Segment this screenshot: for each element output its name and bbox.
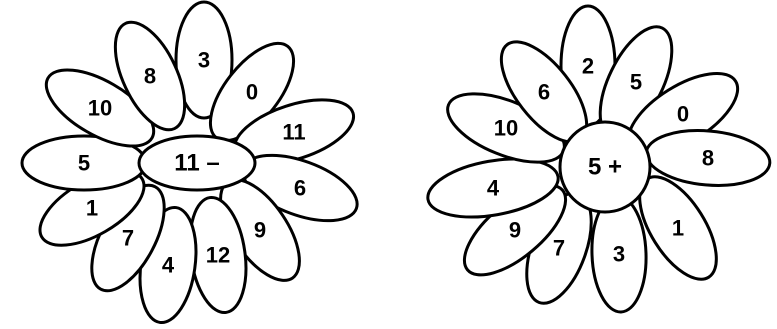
petal-number: 1 xyxy=(86,196,98,221)
flower-subtraction: 3 0 11 6 9 12 4 71 5 10 8 11 – xyxy=(22,2,366,326)
petal-number: 7 xyxy=(553,236,565,261)
petal-number: 5 xyxy=(78,151,90,176)
petal-number: 3 xyxy=(198,48,210,73)
petal-number: 0 xyxy=(677,102,689,127)
petal-number: 3 xyxy=(613,242,625,267)
petal-number: 6 xyxy=(294,176,306,201)
center-operation-label: 11 – xyxy=(174,150,219,177)
petal-number: 0 xyxy=(246,80,258,105)
petal-number: 4 xyxy=(487,176,500,201)
flower-addition: 2 5 08 1 3 7 94 10 6 5 + xyxy=(423,6,772,313)
petal-number: 10 xyxy=(494,116,518,141)
petal-number: 8 xyxy=(144,64,156,89)
petal-number: 9 xyxy=(254,218,266,243)
petal-number: 7 xyxy=(122,226,134,251)
petal-number: 6 xyxy=(538,80,550,105)
petal-number: 1 xyxy=(672,216,684,241)
petal-number: 2 xyxy=(582,54,594,79)
petal-number: 5 xyxy=(630,70,642,95)
petal-number: 11 xyxy=(282,120,305,145)
petal-number: 10 xyxy=(88,96,112,121)
petal-number: 4 xyxy=(162,253,175,278)
petal-number: 12 xyxy=(206,243,230,268)
center-operation-label: 5 + xyxy=(588,154,622,181)
petal-number: 8 xyxy=(702,146,714,171)
petal-number: 9 xyxy=(509,218,521,243)
